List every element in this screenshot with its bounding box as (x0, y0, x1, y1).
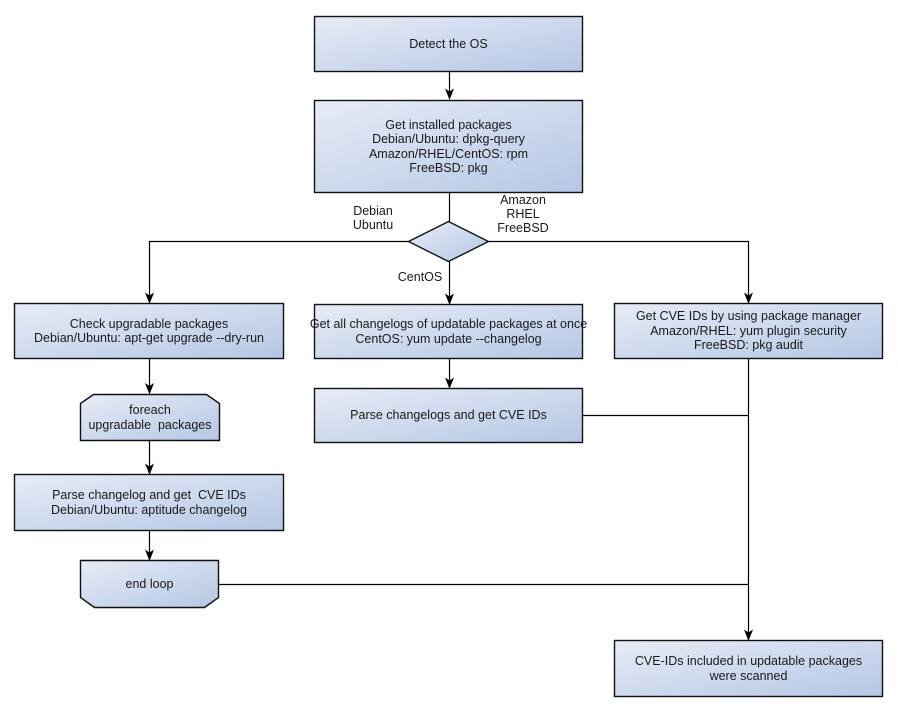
node-detect-os-shape (313, 15, 584, 73)
node-parse-changelog-left-shape (13, 473, 285, 532)
edge-decision-to-get-cve (488, 240, 750, 296)
arrowhead (445, 293, 454, 305)
node-parse-changelogs-mid-shape (313, 387, 584, 444)
decision-diamond-shape (406, 220, 491, 263)
arrowhead (744, 292, 753, 304)
arrowhead (145, 549, 154, 561)
node-check-upgradable-shape (13, 302, 285, 360)
node-get-all-changelogs-shape (313, 303, 584, 360)
node-get-cve-ids-right-shape (613, 302, 884, 360)
node-end-loop-shape (79, 559, 220, 609)
arrowhead (145, 383, 154, 395)
arrowhead (744, 629, 753, 641)
arrowhead (145, 292, 154, 304)
edge-decision-to-check-upgradable (148, 240, 409, 296)
node-scanned-shape (613, 639, 884, 698)
arrowhead (145, 463, 154, 475)
arrowhead (445, 88, 454, 100)
node-get-installed-shape (313, 99, 584, 194)
arrowhead (445, 377, 454, 389)
node-foreach-loop-shape (79, 393, 221, 442)
